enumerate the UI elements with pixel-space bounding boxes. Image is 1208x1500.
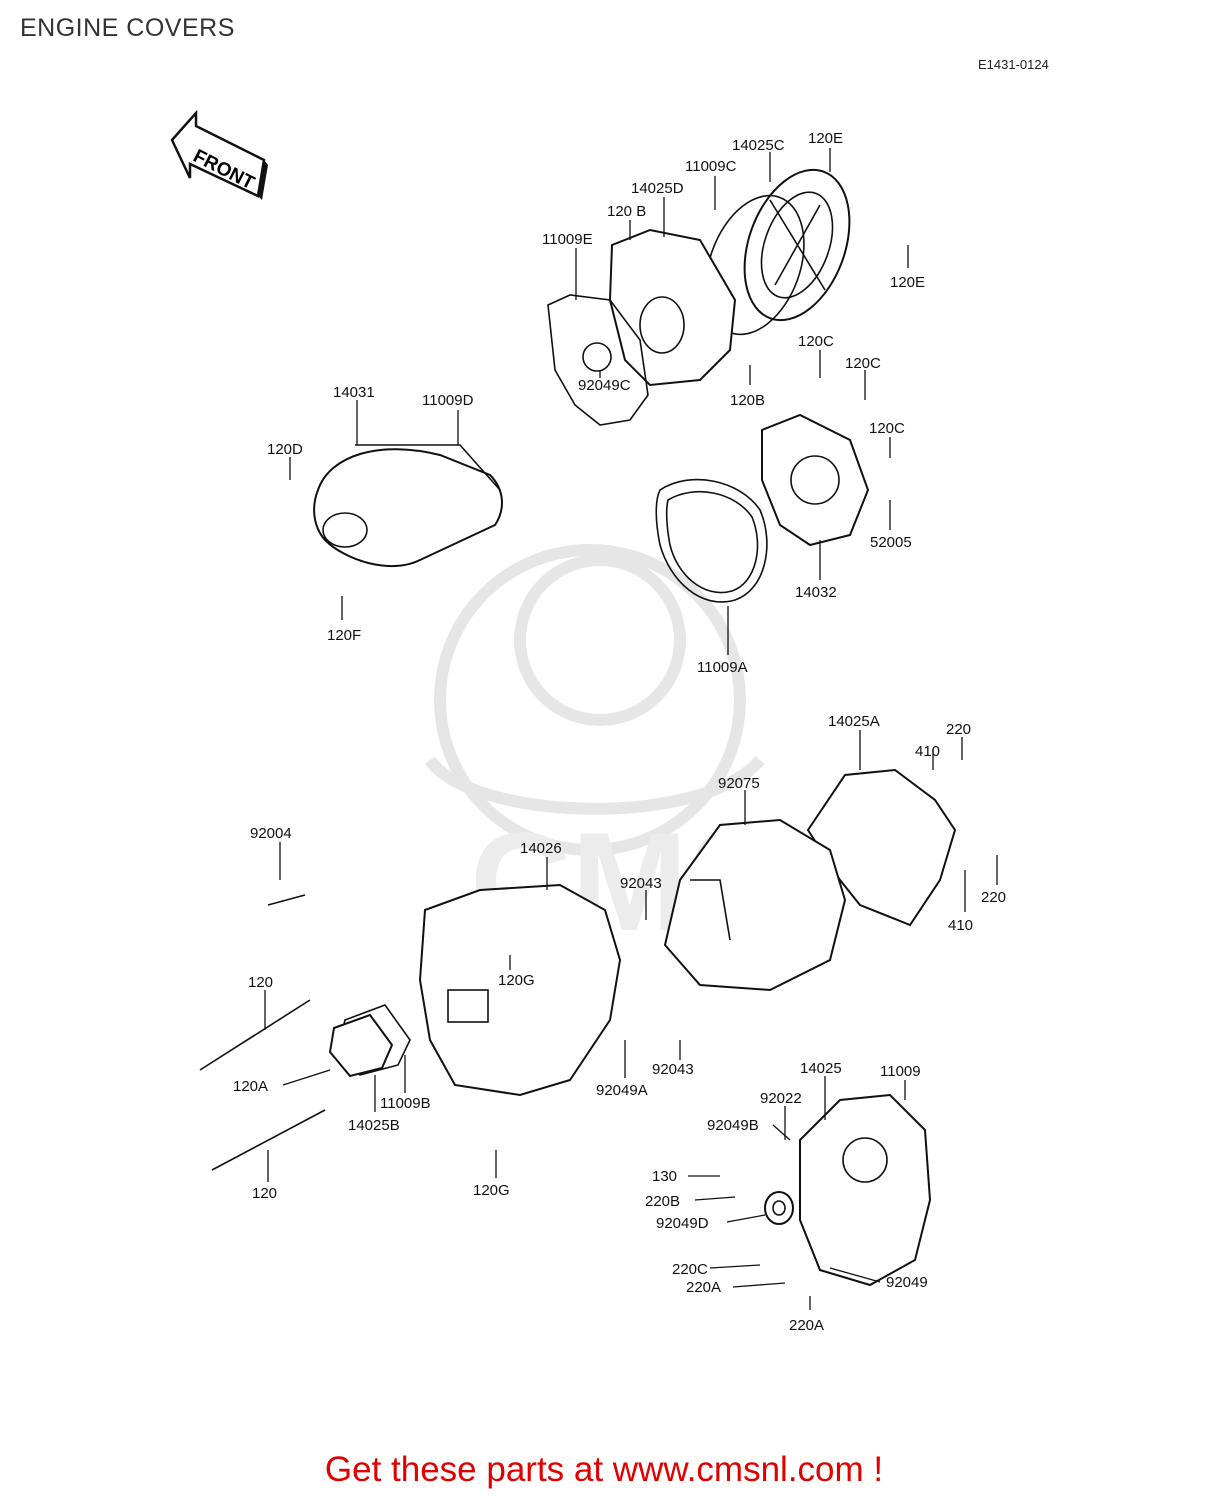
callout-120e: 120E	[808, 130, 843, 147]
bolt-120-upper	[199, 999, 311, 1071]
callout-14026: 14026	[520, 840, 562, 857]
part-14025-cover	[799, 1093, 932, 1287]
callout-92049d: 92049D	[656, 1215, 709, 1232]
part-11009e-gasket	[547, 294, 649, 426]
callout-220-bottom: 220	[981, 889, 1006, 906]
callout-14032: 14032	[795, 584, 837, 601]
bolt-120-lower	[211, 1109, 326, 1171]
callout-92049b: 92049B	[707, 1117, 759, 1134]
callout-120f: 120F	[327, 627, 361, 644]
callout-410-top: 410	[915, 743, 940, 760]
leader-lines	[264, 148, 998, 1310]
callout-92022: 92022	[760, 1090, 802, 1107]
callout-92043-top: 92043	[620, 875, 662, 892]
callout-120c-b: 120C	[845, 355, 881, 372]
callout-11009a: 11009A	[697, 659, 748, 676]
part-14025a-cover	[806, 768, 957, 927]
front-arrow-icon: FRONT	[170, 109, 268, 200]
part-14031-cover	[313, 444, 503, 568]
callout-92049a: 92049A	[596, 1082, 648, 1099]
callout-220c: 220C	[672, 1261, 708, 1278]
callout-92043-bottom: 92043	[652, 1061, 694, 1078]
callout-14025b: 14025B	[348, 1117, 400, 1134]
plug-92004	[267, 894, 306, 906]
part-14032-cover	[761, 413, 870, 547]
callout-120c-c: 120C	[869, 420, 905, 437]
part-14025c-cover	[743, 168, 851, 322]
part-14025b-plate	[328, 1013, 394, 1078]
callout-120-upper: 120	[248, 974, 273, 991]
callout-14025d: 14025D	[631, 180, 684, 197]
callout-120-lower: 120	[252, 1185, 277, 1202]
callout-14025a: 14025A	[828, 713, 880, 730]
callout-92049c: 92049C	[578, 377, 631, 394]
callout-92049: 92049	[886, 1274, 928, 1291]
callout-220a-bottom: 220A	[789, 1317, 824, 1334]
callout-120b-lower: 120B	[730, 392, 765, 409]
diagram-code: E1431-0124	[978, 57, 1049, 72]
callout-120c-a: 120C	[798, 333, 834, 350]
callout-labels: 14025C 120E 11009C 14025D 120 B 11009E 1…	[233, 130, 1006, 1334]
part-14026-case	[418, 883, 622, 1097]
callout-120b: 120 B	[607, 203, 646, 220]
callout-220-top: 220	[946, 721, 971, 738]
callout-11009b: 11009B	[380, 1095, 431, 1112]
callout-14025c: 14025C	[732, 137, 785, 154]
callout-14031: 14031	[333, 384, 375, 401]
callout-120e-right: 120E	[890, 274, 925, 291]
page-title: ENGINE COVERS	[20, 14, 235, 42]
callout-120g-lower: 120G	[473, 1182, 510, 1199]
callout-410-bottom: 410	[948, 917, 973, 934]
callout-11009d: 11009D	[422, 392, 474, 409]
part-11009a-gasket	[655, 478, 768, 603]
part-92075-cover	[663, 818, 847, 992]
callout-220b: 220B	[645, 1193, 680, 1210]
footer-link-banner[interactable]: Get these parts at www.cmsnl.com !	[324, 1450, 884, 1489]
callout-130: 130	[652, 1168, 677, 1185]
part-92049d-seal	[764, 1191, 794, 1225]
callout-11009: 11009	[880, 1063, 921, 1080]
callout-120a: 120A	[233, 1078, 268, 1095]
callout-52005: 52005	[870, 534, 912, 551]
callout-92004: 92004	[250, 825, 292, 842]
callout-92075: 92075	[718, 775, 760, 792]
callout-11009e: 11009E	[542, 231, 593, 248]
callout-220a-left: 220A	[686, 1279, 721, 1296]
callout-11009c: 11009C	[685, 158, 737, 175]
callout-14025: 14025	[800, 1060, 842, 1077]
callout-120g-upper: 120G	[498, 972, 535, 989]
part-14025d-housing	[608, 228, 737, 387]
callout-120d: 120D	[267, 441, 303, 458]
